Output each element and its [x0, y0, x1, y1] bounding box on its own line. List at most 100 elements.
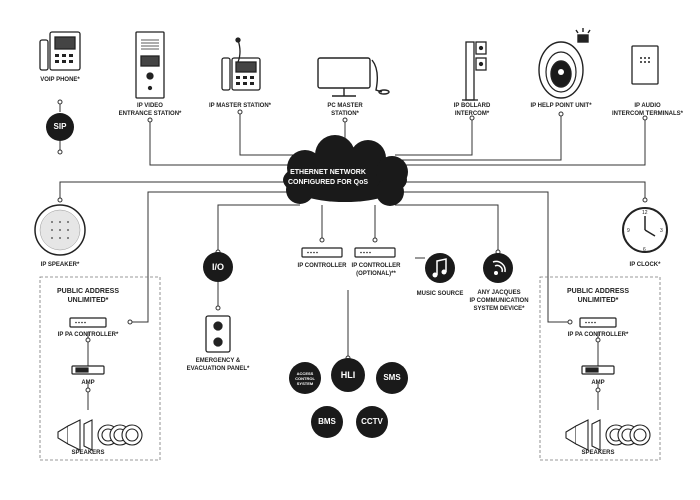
jacques-line-2: IP COMMUNICATION — [469, 298, 529, 304]
ip-video-label: IP VIDEO ENTRANCE STATION* — [105, 102, 195, 118]
ip-audio-line-2: INTERCOM TERMINALS* — [612, 111, 683, 117]
ip-controller-optional-label: IP CONTROLLER (OPTIONAL)** — [346, 262, 406, 278]
ethernet-line-1: ETHERNET NETWORK — [290, 169, 366, 176]
link-bollard — [395, 118, 473, 156]
emergency-label: EMERGENCY & EVACUATION PANEL* — [180, 357, 256, 373]
ip-bollard-line-1: IP BOLLARD — [453, 103, 491, 109]
link-pa-right — [400, 191, 570, 323]
ip-speaker-label: IP SPEAKER* — [40, 262, 80, 268]
io-circle — [203, 252, 233, 282]
pa-left-speakers-label: SPEAKERS — [71, 450, 105, 456]
ip-audio-line-1: IP AUDIO — [634, 103, 661, 109]
svg-text:3: 3 — [660, 228, 663, 234]
voip-phone-label: VOIP PHONE* — [40, 77, 80, 83]
pa-left-controller-label: IP PA CONTROLLER* — [57, 332, 119, 338]
cctv-label: CCTV — [361, 417, 383, 426]
ip-speaker-icon — [34, 204, 86, 256]
pa-right-speakers-label: SPEAKERS — [581, 450, 615, 456]
access-line-2: CONTROL — [295, 376, 315, 381]
svg-text:6: 6 — [643, 247, 646, 253]
ip-controller-opt-line-1: IP CONTROLLER — [351, 263, 401, 269]
help-point-icon — [538, 28, 591, 99]
video-entrance-icon — [135, 31, 165, 99]
link-master — [239, 112, 295, 156]
bms-label: BMS — [318, 417, 336, 426]
node-dots — [57, 99, 648, 393]
jacques-device-label: ANY JACQUES IP COMMUNICATION SYSTEM DEVI… — [464, 289, 534, 313]
sms-circle — [376, 362, 408, 394]
sip-label: SIP — [53, 122, 67, 131]
bollard-icon — [462, 41, 487, 101]
jacques-line-1: ANY JACQUES — [477, 290, 521, 296]
svg-text:12: 12 — [642, 210, 648, 216]
pc-monitor-icon — [317, 57, 390, 97]
emergency-panel-icon — [205, 315, 231, 353]
ip-audio-label: IP AUDIO INTERCOM TERMINALS* — [605, 102, 690, 118]
access-control-label: ACCESS CONTROL SYSTEM — [289, 371, 321, 386]
ip-controller-icon — [301, 247, 343, 258]
link-audio — [405, 118, 646, 166]
pa-left-title-2: UNLIMITED* — [67, 297, 109, 304]
ip-controller-opt-line-2: (OPTIONAL)** — [356, 271, 396, 277]
ip-clock-label: IP CLOCK* — [629, 262, 661, 268]
emergency-line-2: EVACUATION PANEL* — [186, 366, 250, 372]
pa-right-title-1: PUBLIC ADDRESS — [567, 288, 629, 295]
ethernet-network-label: ETHERNET NETWORK CONFIGURED FOR QoS — [268, 168, 388, 188]
ip-master-label: IP MASTER STATION* — [208, 103, 271, 109]
pc-master-line-1: PC MASTER — [327, 103, 363, 109]
music-note-icon — [425, 253, 455, 283]
ethernet-line-2: CONFIGURED FOR QoS — [287, 179, 369, 186]
pc-master-line-2: STATION* — [331, 111, 359, 117]
hli-cluster — [289, 358, 408, 438]
access-line-1: ACCESS — [296, 371, 314, 376]
svg-text:9: 9 — [627, 228, 630, 234]
pa-right-title: PUBLIC ADDRESS UNLIMITED* — [558, 287, 638, 305]
link-io — [217, 204, 300, 252]
access-control-circle — [289, 362, 321, 394]
pa-right-controller-label: IP PA CONTROLLER* — [567, 332, 629, 338]
voip-phone-icon — [39, 31, 81, 71]
sms-label: SMS — [383, 373, 401, 382]
pa-left-amp-icon — [71, 365, 105, 375]
jacques-device-icon — [483, 253, 513, 283]
jacques-line-3: SYSTEM DEVICE* — [473, 306, 525, 312]
ip-clock-icon: 12 3 6 9 — [622, 207, 668, 253]
pa-left-controller-icon — [69, 317, 107, 328]
pa-left-title-1: PUBLIC ADDRESS — [57, 288, 119, 295]
pa-left-speakers-icon — [57, 419, 143, 451]
link-pa-left — [130, 191, 290, 323]
bms-circle — [311, 406, 343, 438]
pa-right-title-2: UNLIMITED* — [577, 297, 619, 304]
cctv-circle — [356, 406, 388, 438]
ip-bollard-label: IP BOLLARD INTERCOM* — [436, 102, 508, 118]
ip-video-line-2: ENTRANCE STATION* — [118, 111, 182, 117]
connection-lines — [59, 102, 646, 410]
emergency-line-1: EMERGENCY & — [195, 358, 241, 364]
audio-terminal-icon — [631, 45, 659, 85]
pa-right-box — [539, 276, 661, 461]
pa-right-amp-icon — [581, 365, 615, 375]
pa-right-controller-icon — [579, 317, 617, 328]
ip-controller-optional-icon — [354, 247, 396, 258]
hli-center-circle — [331, 358, 365, 392]
pa-left-box — [39, 276, 161, 461]
ip-bollard-line-2: INTERCOM* — [454, 111, 490, 117]
music-source-label: MUSIC SOURCE — [416, 291, 464, 297]
link-jacques — [395, 204, 499, 252]
pc-master-label: PC MASTER STATION* — [305, 102, 385, 118]
pa-left-amp-label: AMP — [81, 380, 95, 386]
link-help — [400, 114, 562, 161]
access-line-3: SYSTEM — [296, 381, 314, 386]
ip-video-line-1: IP VIDEO — [137, 103, 163, 109]
pa-right-amp-label: AMP — [591, 380, 605, 386]
link-speaker-clock — [59, 181, 646, 200]
ip-help-label: IP HELP POINT UNIT* — [530, 103, 592, 109]
link-video — [149, 120, 290, 166]
master-station-icon — [221, 37, 261, 91]
sip-badge — [46, 113, 74, 141]
hli-label: HLI — [340, 370, 356, 380]
ethernet-cloud — [283, 135, 408, 206]
pa-left-title: PUBLIC ADDRESS UNLIMITED* — [48, 287, 128, 305]
pa-right-speakers-icon — [565, 419, 651, 451]
